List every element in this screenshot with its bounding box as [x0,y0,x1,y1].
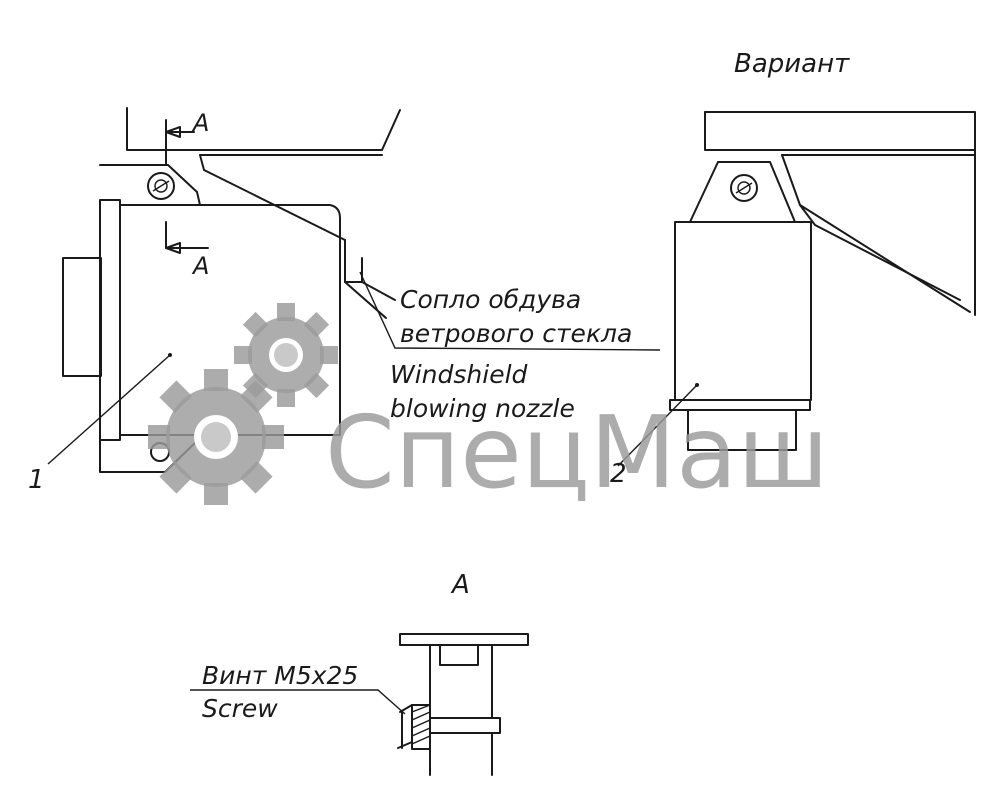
main-view [47,107,661,473]
variant-view [617,111,976,467]
variant-label: Вариант [734,49,850,79]
screw-label-en: Screw [202,694,278,723]
callout-1: 1 [28,465,45,495]
nozzle-label-en-line2: blowing nozzle [390,394,575,423]
gear-icon [148,369,284,505]
screw-label-ru: Винт М5х25 [202,661,358,690]
watermark: СпецМаш [148,303,829,511]
section-a-view [190,633,529,776]
callout-2: 2 [610,459,627,489]
nozzle-label-ru-line2: ветрового стекла [400,319,632,348]
nozzle-label-ru-line1: Сопло обдува [400,285,581,314]
watermark-text: СпецМаш [325,394,829,511]
nozzle-label-en-line1: Windshield [390,360,528,389]
section-mark-bottom: A [191,252,209,280]
section-title: A [450,570,470,600]
section-mark-top: A [191,109,209,137]
